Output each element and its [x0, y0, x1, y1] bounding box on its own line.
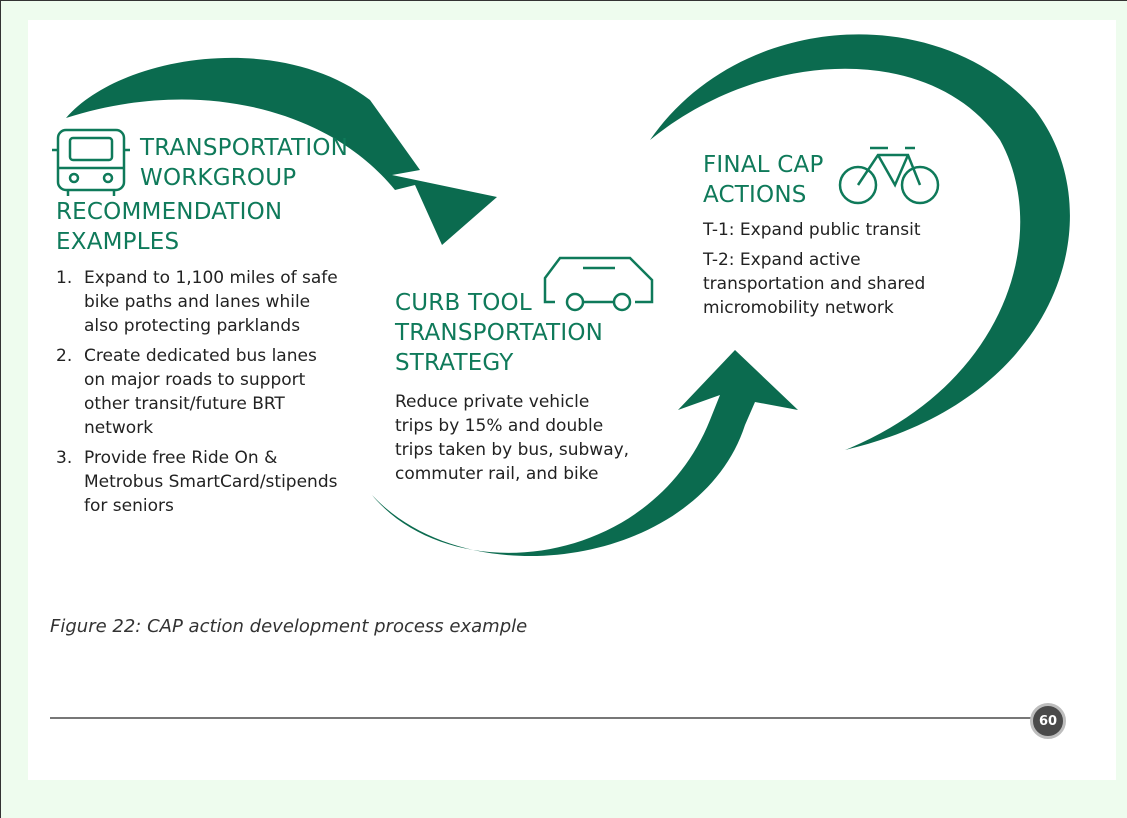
final-t2-line: T-2: Expand active [703, 250, 861, 270]
list-item-line: for seniors [84, 496, 174, 516]
list-item-line: bike paths and lanes while [84, 292, 311, 312]
page-number-badge: 60 [1030, 703, 1066, 739]
final-t2-line: micromobility network [703, 298, 894, 318]
list-item-line: Provide free Ride On & [84, 448, 278, 468]
list-item-number: 2. [56, 346, 73, 366]
workgroup-heading-line1: TRANSPORTATION [140, 135, 349, 161]
bicycle-icon [838, 146, 940, 205]
curved-arrow-2 [372, 350, 798, 557]
final-heading-line1: FINAL CAP [703, 152, 824, 178]
list-item-line: Create dedicated bus lanes [84, 346, 317, 366]
frame-border-left [0, 0, 1, 818]
list-item-number: 1. [56, 268, 73, 288]
list-item-line: Expand to 1,100 miles of safe [84, 268, 338, 288]
list-item-line: on major roads to support [84, 370, 306, 390]
workgroup-heading-cont: RECOMMENDATION EXAMPLES [56, 197, 282, 257]
workgroup-list: 1. Expand to 1,100 miles of safe bike pa… [56, 266, 386, 524]
final-heading-line2: ACTIONS [703, 182, 807, 208]
frame-border-top [0, 0, 1127, 1]
curb-heading-line3: STRATEGY [395, 350, 514, 376]
curb-heading: CURB TOOL TRANSPORTATION STRATEGY [395, 288, 603, 378]
curb-body-line: trips by 15% and double [395, 416, 604, 436]
list-item-line: network [84, 418, 154, 438]
workgroup-heading-line4: EXAMPLES [56, 229, 180, 255]
curved-arrow-1 [66, 57, 497, 245]
final-t1: T-1: Expand public transit [703, 220, 921, 240]
final-t2-line: transportation and shared [703, 274, 926, 294]
workgroup-heading-line2: WORKGROUP [140, 165, 297, 191]
footer-rule [50, 717, 1032, 719]
list-item-line: also protecting parklands [84, 316, 301, 336]
curb-body-line: commuter rail, and bike [395, 464, 599, 484]
curb-heading-line2: TRANSPORTATION [395, 320, 604, 346]
final-heading: FINAL CAP ACTIONS [703, 150, 824, 210]
curb-heading-line1: CURB TOOL [395, 290, 532, 316]
curb-body-line: Reduce private vehicle [395, 392, 590, 412]
list-item: 2. Create dedicated bus lanes on major r… [56, 344, 386, 440]
bus-icon [52, 128, 130, 196]
figure-caption: Figure 22: CAP action development proces… [50, 616, 528, 637]
curb-body: Reduce private vehicle trips by 15% and … [395, 390, 655, 486]
list-item: 3. Provide free Ride On & Metrobus Smart… [56, 446, 386, 518]
curb-body-line: trips taken by bus, subway, [395, 440, 630, 460]
list-item-number: 3. [56, 448, 73, 468]
list-item: 1. Expand to 1,100 miles of safe bike pa… [56, 266, 386, 338]
workgroup-heading-line3: RECOMMENDATION [56, 199, 283, 225]
final-body: T-1: Expand public transit T-2: Expand a… [703, 218, 973, 320]
list-item-line: Metrobus SmartCard/stipends [84, 472, 338, 492]
car-icon [543, 256, 654, 312]
workgroup-heading: TRANSPORTATION WORKGROUP [140, 133, 348, 193]
list-item-line: other transit/future BRT [84, 394, 285, 414]
